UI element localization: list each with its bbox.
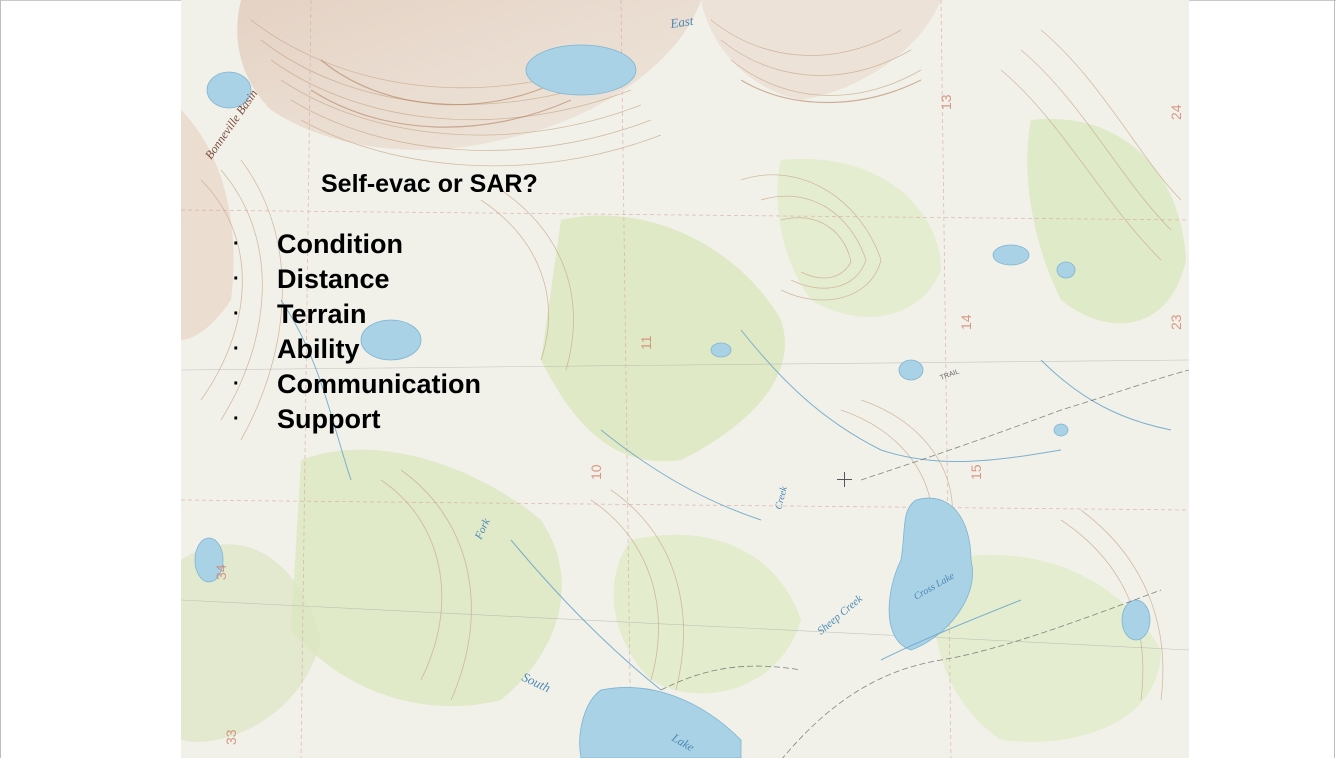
bullet-dot-icon: · — [233, 268, 240, 290]
section-11: 11 — [638, 335, 654, 350]
topographic-map-background: East Bonneville Basin Cross Lake Sheep C… — [181, 0, 1189, 758]
slide-title: Self-evac or SAR? — [321, 170, 538, 198]
window-right-border — [1334, 0, 1335, 758]
crosshair-cursor-icon — [837, 472, 852, 487]
section-15: 15 — [968, 464, 984, 480]
section-10: 10 — [588, 464, 604, 480]
section-14: 14 — [958, 314, 974, 330]
section-23: 23 — [1168, 314, 1184, 330]
bullet-dot-icon: · — [233, 233, 240, 255]
section-13: 13 — [938, 94, 954, 110]
window-left-border — [0, 0, 1, 758]
bullet-dot-icon: · — [233, 338, 240, 360]
slide-canvas: East Bonneville Basin Cross Lake Sheep C… — [181, 0, 1189, 758]
bullet-dot-icon: · — [233, 303, 240, 325]
section-34: 34 — [213, 564, 229, 580]
section-33: 33 — [223, 729, 239, 745]
label-east: East — [668, 13, 694, 31]
bullet-dot-icon: · — [233, 408, 240, 430]
section-24: 24 — [1168, 104, 1184, 120]
bullet-dot-icon: · — [233, 373, 240, 395]
